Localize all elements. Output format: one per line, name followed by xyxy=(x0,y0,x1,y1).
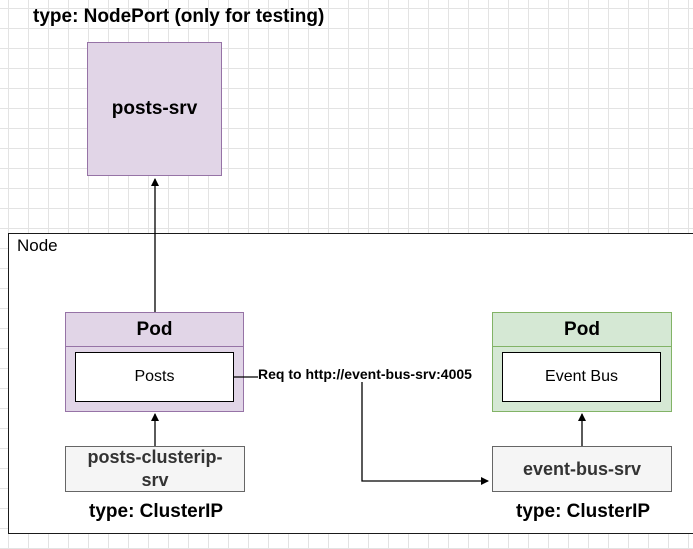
nodeport-type-label: type: NodePort (only for testing) xyxy=(33,6,325,27)
clusterip-type-label-left: type: ClusterIP xyxy=(89,501,224,522)
arrow-posts-to-event-bus-srv xyxy=(234,376,489,485)
posts-clusterip-srv-label-line2: srv xyxy=(141,470,169,490)
event-bus-srv-label: event-bus-srv xyxy=(522,458,642,479)
posts-pod-header: Pod xyxy=(66,313,243,347)
clusterip-type-label-right: type: ClusterIP xyxy=(516,501,651,522)
posts-container-box[interactable]: Posts xyxy=(75,352,234,402)
node-label: Node xyxy=(17,236,58,255)
request-edge-label: Req to http://event-bus-srv:4005 xyxy=(258,366,472,382)
posts-clusterip-srv-label-line1: posts-clusterip- xyxy=(87,447,223,467)
posts-container-label: Posts xyxy=(134,368,175,385)
event-bus-container-box[interactable]: Event Bus xyxy=(502,352,661,402)
event-bus-container-label: Event Bus xyxy=(545,368,618,385)
event-bus-srv-box[interactable]: event-bus-srv xyxy=(492,446,672,492)
posts-srv-box[interactable]: posts-srv xyxy=(87,42,222,176)
posts-clusterip-srv-box[interactable]: posts-clusterip- srv xyxy=(65,446,245,492)
posts-srv-label: posts-srv xyxy=(111,98,198,119)
event-bus-pod-header: Pod xyxy=(493,313,671,347)
